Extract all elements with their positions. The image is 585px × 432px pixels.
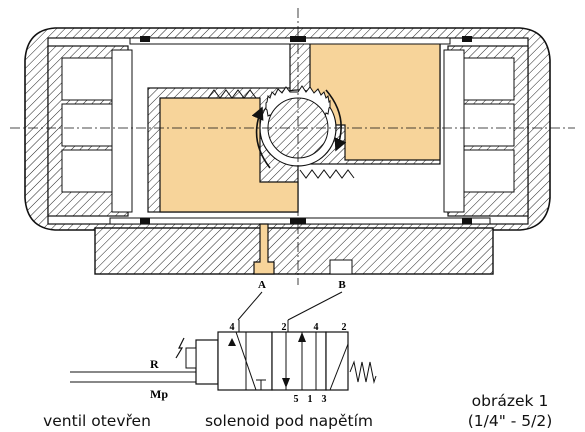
actuator-housing bbox=[24, 27, 551, 275]
rotation-arrow-right bbox=[325, 89, 347, 152]
caption-solenoid-state: solenoid pod napětím bbox=[204, 412, 374, 430]
figure-subtitle: (1/4" - 5/2) bbox=[467, 412, 553, 430]
housing-base-lug bbox=[94, 227, 494, 275]
valve-port-4-mid: 4 bbox=[314, 322, 319, 333]
left-chamber bbox=[159, 97, 299, 213]
valve-box-left bbox=[217, 331, 273, 391]
left-end-cap bbox=[47, 45, 133, 217]
right-end-cap bbox=[443, 45, 529, 217]
caption-valve-state: ventil otevřen bbox=[43, 412, 151, 430]
valve-port-5: 5 bbox=[294, 394, 299, 405]
solenoid-actuator bbox=[195, 339, 219, 385]
valve-box-right bbox=[325, 331, 349, 391]
solenoid-valve bbox=[70, 320, 377, 391]
figure-title: obrázek 1 bbox=[471, 392, 549, 410]
signal-mp-label: Mp bbox=[150, 387, 168, 401]
valve-port-2-right: 2 bbox=[342, 322, 347, 333]
signal-r-label: R bbox=[150, 357, 159, 371]
pipe-b bbox=[287, 291, 343, 321]
valve-port-3: 3 bbox=[322, 394, 327, 405]
valve-port-4-left: 4 bbox=[230, 322, 235, 333]
port-b-label: B bbox=[338, 279, 346, 291]
port-a-label: A bbox=[258, 279, 266, 291]
valve-port-1: 1 bbox=[308, 394, 313, 405]
bottom-seal-strip bbox=[109, 217, 491, 225]
rotation-arrow-left bbox=[251, 106, 271, 169]
pipe-a bbox=[237, 291, 263, 321]
return-spring bbox=[349, 360, 377, 384]
valve-port-2-mid: 2 bbox=[282, 322, 287, 333]
port-a-channel bbox=[253, 223, 275, 275]
center-lines bbox=[10, 8, 575, 285]
